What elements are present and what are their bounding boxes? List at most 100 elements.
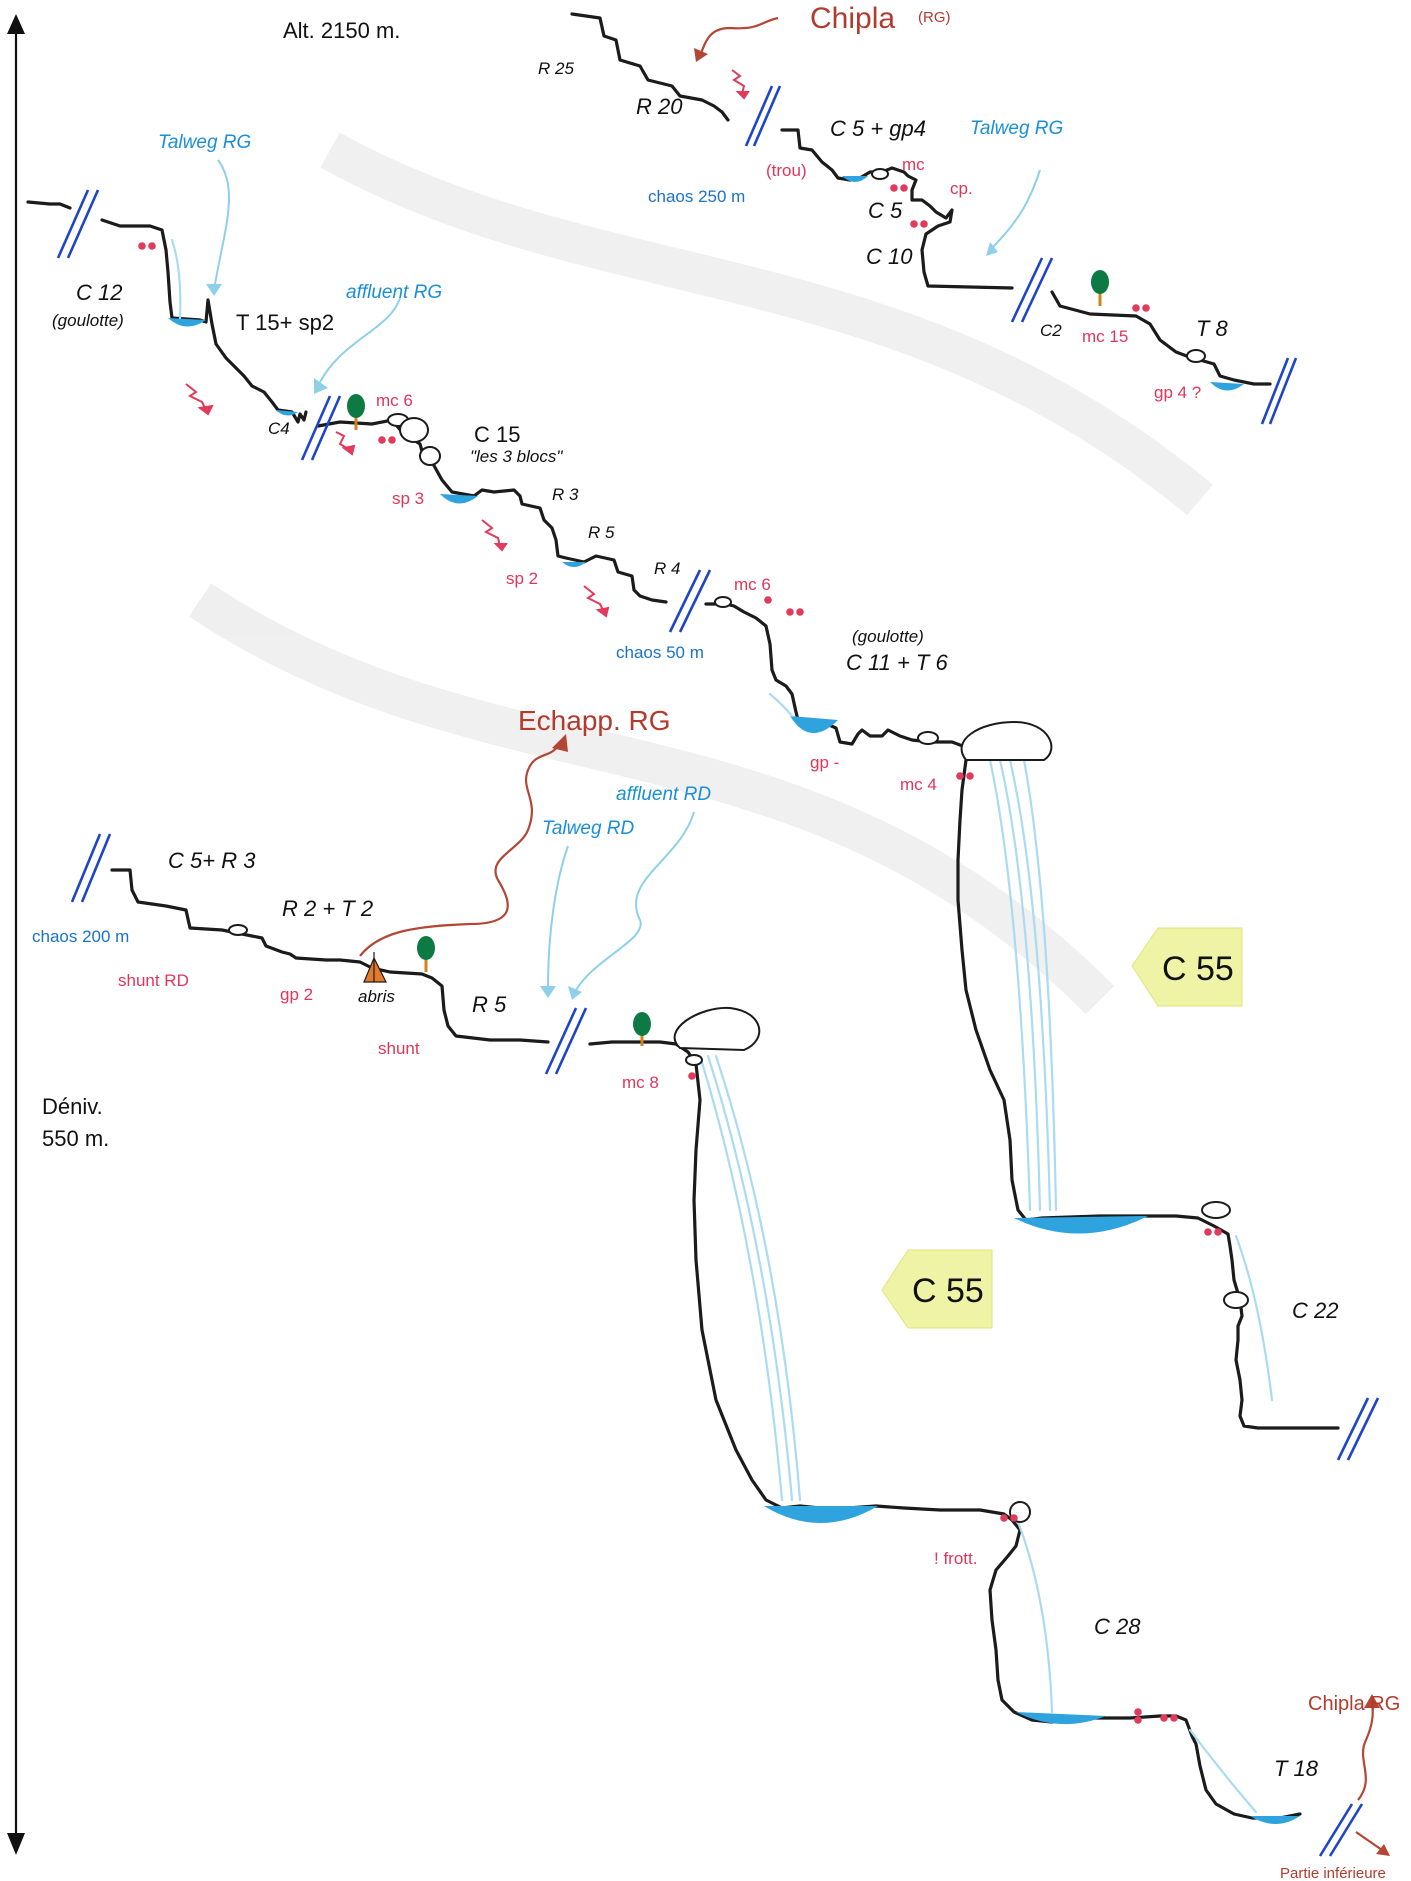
pool bbox=[1016, 1712, 1106, 1725]
tag-c55-lower-text: C 55 bbox=[912, 1272, 984, 1310]
escape-arrows bbox=[359, 16, 1383, 1851]
pool bbox=[276, 410, 298, 416]
label-c2: C2 bbox=[1040, 321, 1062, 340]
tributary-arrowheads bbox=[206, 242, 998, 1000]
canyon-profile bbox=[26, 12, 1340, 1820]
label-gp4q: gp 4 ? bbox=[1154, 383, 1201, 402]
label-c10: C 10 bbox=[866, 244, 913, 269]
deniv-label-line1: Déniv. bbox=[42, 1094, 103, 1119]
boulder bbox=[917, 731, 939, 745]
label-r25: R 25 bbox=[538, 59, 574, 78]
boulder bbox=[714, 596, 732, 608]
label-chaos250: chaos 250 m bbox=[648, 187, 745, 206]
water-pools bbox=[168, 176, 1300, 1824]
label-talweg-rg-left: Talweg RG bbox=[158, 132, 251, 153]
label-affluent-rg: affluent RG bbox=[346, 282, 442, 303]
tributary-arrows bbox=[213, 159, 1041, 995]
boulder bbox=[1201, 1201, 1231, 1219]
label-sp2: sp 2 bbox=[506, 569, 538, 588]
label-mc15: mc 15 bbox=[1082, 327, 1128, 346]
label-r5a: R 5 bbox=[588, 523, 615, 542]
tree-icon bbox=[633, 1012, 651, 1046]
labels: Chipla (RG) R 25 R 20 (trou) C 5 + gp4 m… bbox=[32, 2, 1400, 1881]
deniv-label-line2: 550 m. bbox=[42, 1126, 109, 1151]
shelter-icon bbox=[363, 952, 387, 983]
label-gpminus: gp - bbox=[810, 753, 839, 772]
label-talweg-rg-right: Talweg RG bbox=[970, 118, 1063, 139]
label-c11t6: C 11 + T 6 bbox=[846, 650, 948, 675]
escape-arrowheads bbox=[552, 48, 1390, 1856]
c55-tag-upper: C 55 bbox=[1131, 927, 1243, 1007]
label-talweg-rd: Talweg RD bbox=[542, 818, 635, 839]
label-mc8: mc 8 bbox=[622, 1073, 659, 1092]
trees bbox=[347, 270, 1109, 1046]
label-goulotte2: (goulotte) bbox=[852, 627, 924, 646]
label-r2t2: R 2 + T 2 bbox=[282, 896, 373, 921]
label-r5b: R 5 bbox=[472, 992, 507, 1017]
label-mc6a: mc 6 bbox=[376, 391, 413, 410]
boulder-large bbox=[960, 720, 1053, 761]
boulder bbox=[871, 168, 889, 180]
label-affluent-rd: affluent RD bbox=[616, 784, 711, 805]
tree-icon bbox=[347, 394, 365, 430]
boulder bbox=[399, 417, 429, 443]
label-t15: T 15+ sp2 bbox=[236, 310, 334, 335]
label-c15: C 15 bbox=[474, 422, 520, 447]
label-mc4: mc 4 bbox=[900, 775, 937, 794]
boulder-large bbox=[673, 1006, 761, 1052]
boulder bbox=[228, 924, 248, 936]
label-sp3: sp 3 bbox=[392, 489, 424, 508]
boulders bbox=[228, 168, 1249, 1523]
label-r3: R 3 bbox=[552, 485, 579, 504]
chipla-rg-tag: (RG) bbox=[918, 9, 951, 26]
pool bbox=[764, 1506, 878, 1523]
anchor-points bbox=[138, 184, 1222, 1724]
label-c5gp4: C 5 + gp4 bbox=[830, 116, 926, 141]
pool bbox=[440, 494, 478, 504]
label-c5b: C 5 bbox=[868, 198, 903, 223]
label-mc-top: mc bbox=[902, 155, 925, 174]
label-shunt: shunt bbox=[378, 1039, 420, 1058]
break-marks bbox=[56, 85, 1380, 1857]
boulder bbox=[1186, 349, 1206, 363]
boulder bbox=[1223, 1291, 1249, 1309]
pool bbox=[842, 176, 868, 182]
cascades bbox=[170, 238, 1274, 1814]
pool bbox=[168, 318, 206, 327]
tree-icon bbox=[1091, 270, 1109, 306]
altitude-axis bbox=[7, 14, 25, 1855]
boulder bbox=[685, 1054, 703, 1066]
label-c22: C 22 bbox=[1292, 1298, 1338, 1323]
tree-icon bbox=[417, 936, 435, 972]
pool bbox=[562, 562, 586, 567]
label-r20: R 20 bbox=[636, 94, 683, 119]
background-watermark bbox=[188, 132, 1213, 1015]
label-c5r3: C 5+ R 3 bbox=[168, 848, 256, 873]
label-echapp-rg: Echapp. RG bbox=[518, 705, 671, 736]
label-partie-inferieure: Partie inférieure bbox=[1280, 1865, 1386, 1881]
altitude-top-label: Alt. 2150 m. bbox=[283, 18, 400, 43]
c55-tag-lower: C 55 bbox=[881, 1249, 993, 1329]
label-chaos200: chaos 200 m bbox=[32, 927, 129, 946]
tag-c55-upper-text: C 55 bbox=[1162, 950, 1234, 988]
label-frott: ! frott. bbox=[934, 1549, 977, 1568]
jump-symbols bbox=[185, 69, 750, 618]
label-t8: T 8 bbox=[1196, 316, 1229, 341]
label-les3blocs: "les 3 blocs" bbox=[470, 447, 563, 466]
label-gp2: gp 2 bbox=[280, 985, 313, 1004]
label-mc6b: mc 6 bbox=[734, 575, 771, 594]
label-chaos50: chaos 50 m bbox=[616, 643, 704, 662]
label-cp: cp. bbox=[950, 179, 973, 198]
label-t18: T 18 bbox=[1274, 1756, 1319, 1781]
pool bbox=[1210, 382, 1244, 391]
label-goulotte1: (goulotte) bbox=[52, 311, 124, 330]
pool bbox=[790, 716, 838, 734]
label-trou: (trou) bbox=[766, 161, 807, 180]
label-r4: R 4 bbox=[654, 559, 680, 578]
label-c4: C4 bbox=[268, 419, 290, 438]
label-chipla-rg-bottom: Chipla RG bbox=[1308, 1693, 1400, 1715]
label-shunt-rd: shunt RD bbox=[118, 971, 189, 990]
pool bbox=[1250, 1816, 1300, 1824]
chipla-title: Chipla bbox=[810, 2, 895, 35]
